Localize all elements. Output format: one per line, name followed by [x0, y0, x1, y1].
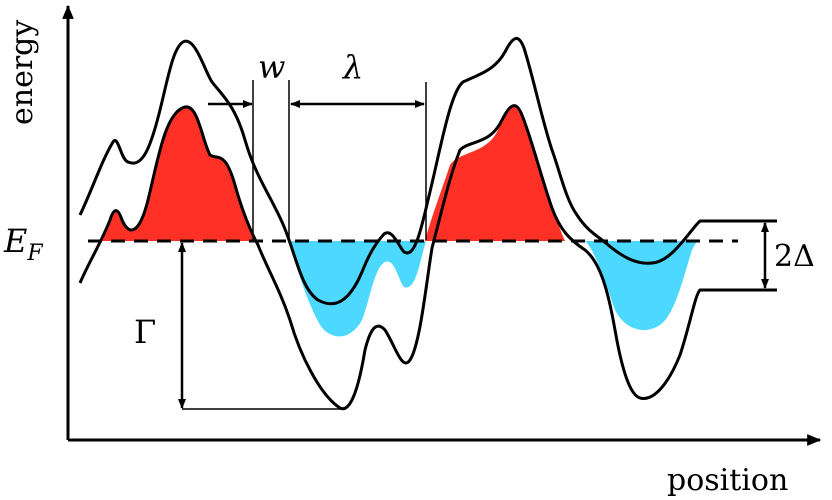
fermi-label-main: E	[3, 222, 27, 260]
x-axis-label: position	[667, 463, 788, 498]
lower-band-edge	[78, 104, 777, 411]
y-axis-label: energy	[5, 20, 40, 125]
upper-band-edge	[78, 37, 777, 306]
fermi-label-subscript: F	[26, 241, 43, 266]
gap-label: 2Δ	[774, 239, 815, 274]
lambda-label: λ	[341, 48, 363, 86]
empty-region-cyan	[288, 241, 697, 337]
w-label: w	[258, 48, 285, 86]
gamma-label: Γ	[134, 313, 156, 351]
occupied-region-red	[88, 105, 565, 241]
fermi-level-label: EF	[3, 222, 43, 266]
